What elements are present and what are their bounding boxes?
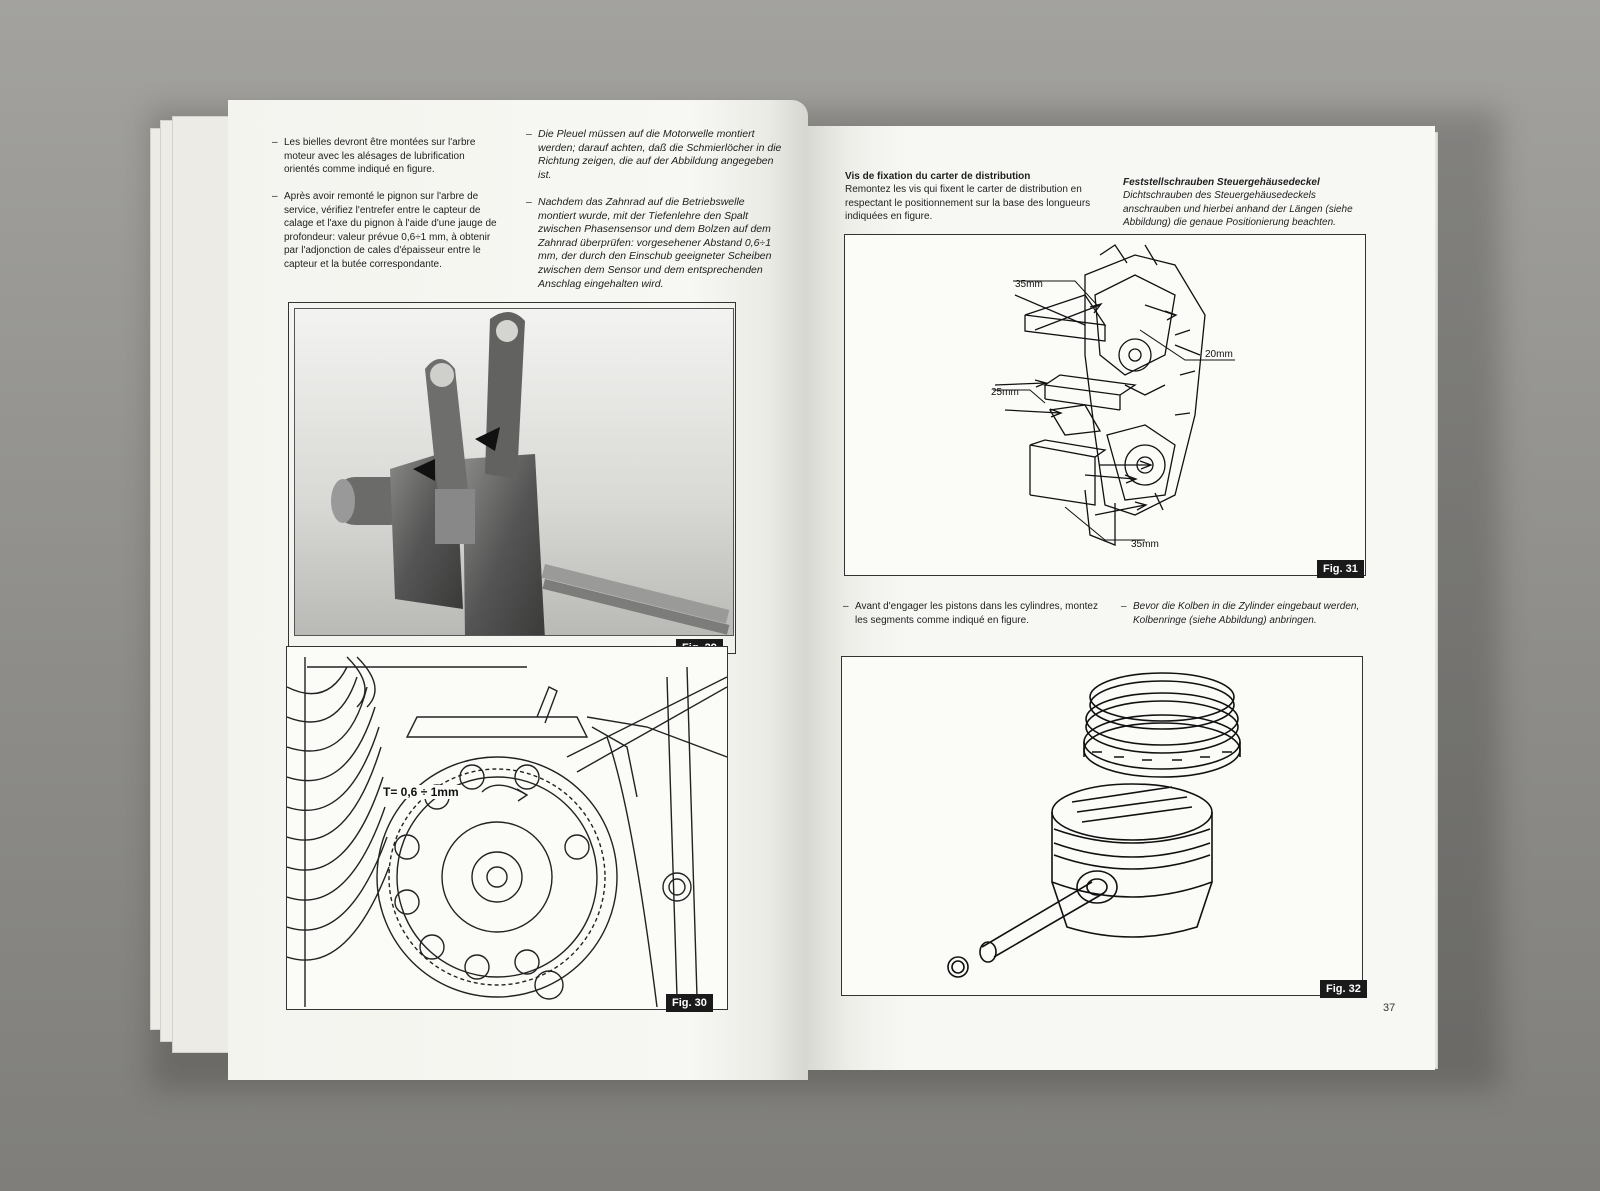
fr-piston-instruction: –Avant d'engager les pistons dans les cy… (843, 601, 1098, 626)
fig32-label: Fig. 32 (1320, 980, 1367, 998)
piston-rings-drawing (947, 672, 1241, 978)
fig29-frame (288, 302, 736, 654)
fig29-photo (294, 308, 734, 636)
fig30-label: Fig. 30 (666, 994, 713, 1012)
de-paragraph-1: –Die Pleuel müssen auf die Motorwelle mo… (526, 128, 782, 181)
timing-cover-drawing (993, 244, 1235, 546)
fig31-length-1: 35mm (1015, 279, 1043, 290)
left-page: –Les bielles devront être montées sur l'… (228, 100, 808, 1080)
de-paragraph-2: –Nachdem das Zahnrad auf die Betriebswel… (526, 196, 772, 290)
fr-paragraph-2: –Après avoir remonté le pignon sur l'arb… (272, 191, 497, 270)
fig31-length-4: 35mm (1131, 539, 1159, 550)
right-page: Vis de fixation du carter de distributio… (805, 126, 1435, 1070)
fig30-gap-label: T= 0,6 ÷ 1mm (383, 785, 459, 799)
fig31-label: Fig. 31 (1317, 560, 1364, 578)
fig31-frame: 35mm 20mm 25mm 35mm (844, 234, 1366, 576)
de-heading: Feststellschrauben Steuergehäusedeckel (1123, 177, 1320, 188)
page-number-right: 37 (1383, 1002, 1396, 1014)
fig31-length-2: 20mm (1205, 349, 1233, 360)
crankshaft-photo-illustration (295, 309, 733, 635)
fig30-frame: T= 0,6 ÷ 1mm (286, 646, 728, 1010)
timing-gear-drawing (287, 656, 727, 1008)
de-piston-instruction: –Bevor die Kolben in die Zylinder eingeb… (1121, 601, 1360, 626)
fr-heading: Vis de fixation du carter de distributio… (845, 171, 1031, 182)
fig31-length-3: 25mm (991, 387, 1019, 398)
page-stack-edge (172, 116, 234, 1053)
fr-paragraph-1: –Les bielles devront être montées sur l'… (272, 137, 476, 176)
de-text: Dichtschrauben des Steuergehäusedeckels … (1123, 190, 1353, 229)
fr-text: Remontez les vis qui fixent le carter de… (845, 184, 1091, 223)
fig32-frame (841, 656, 1363, 996)
